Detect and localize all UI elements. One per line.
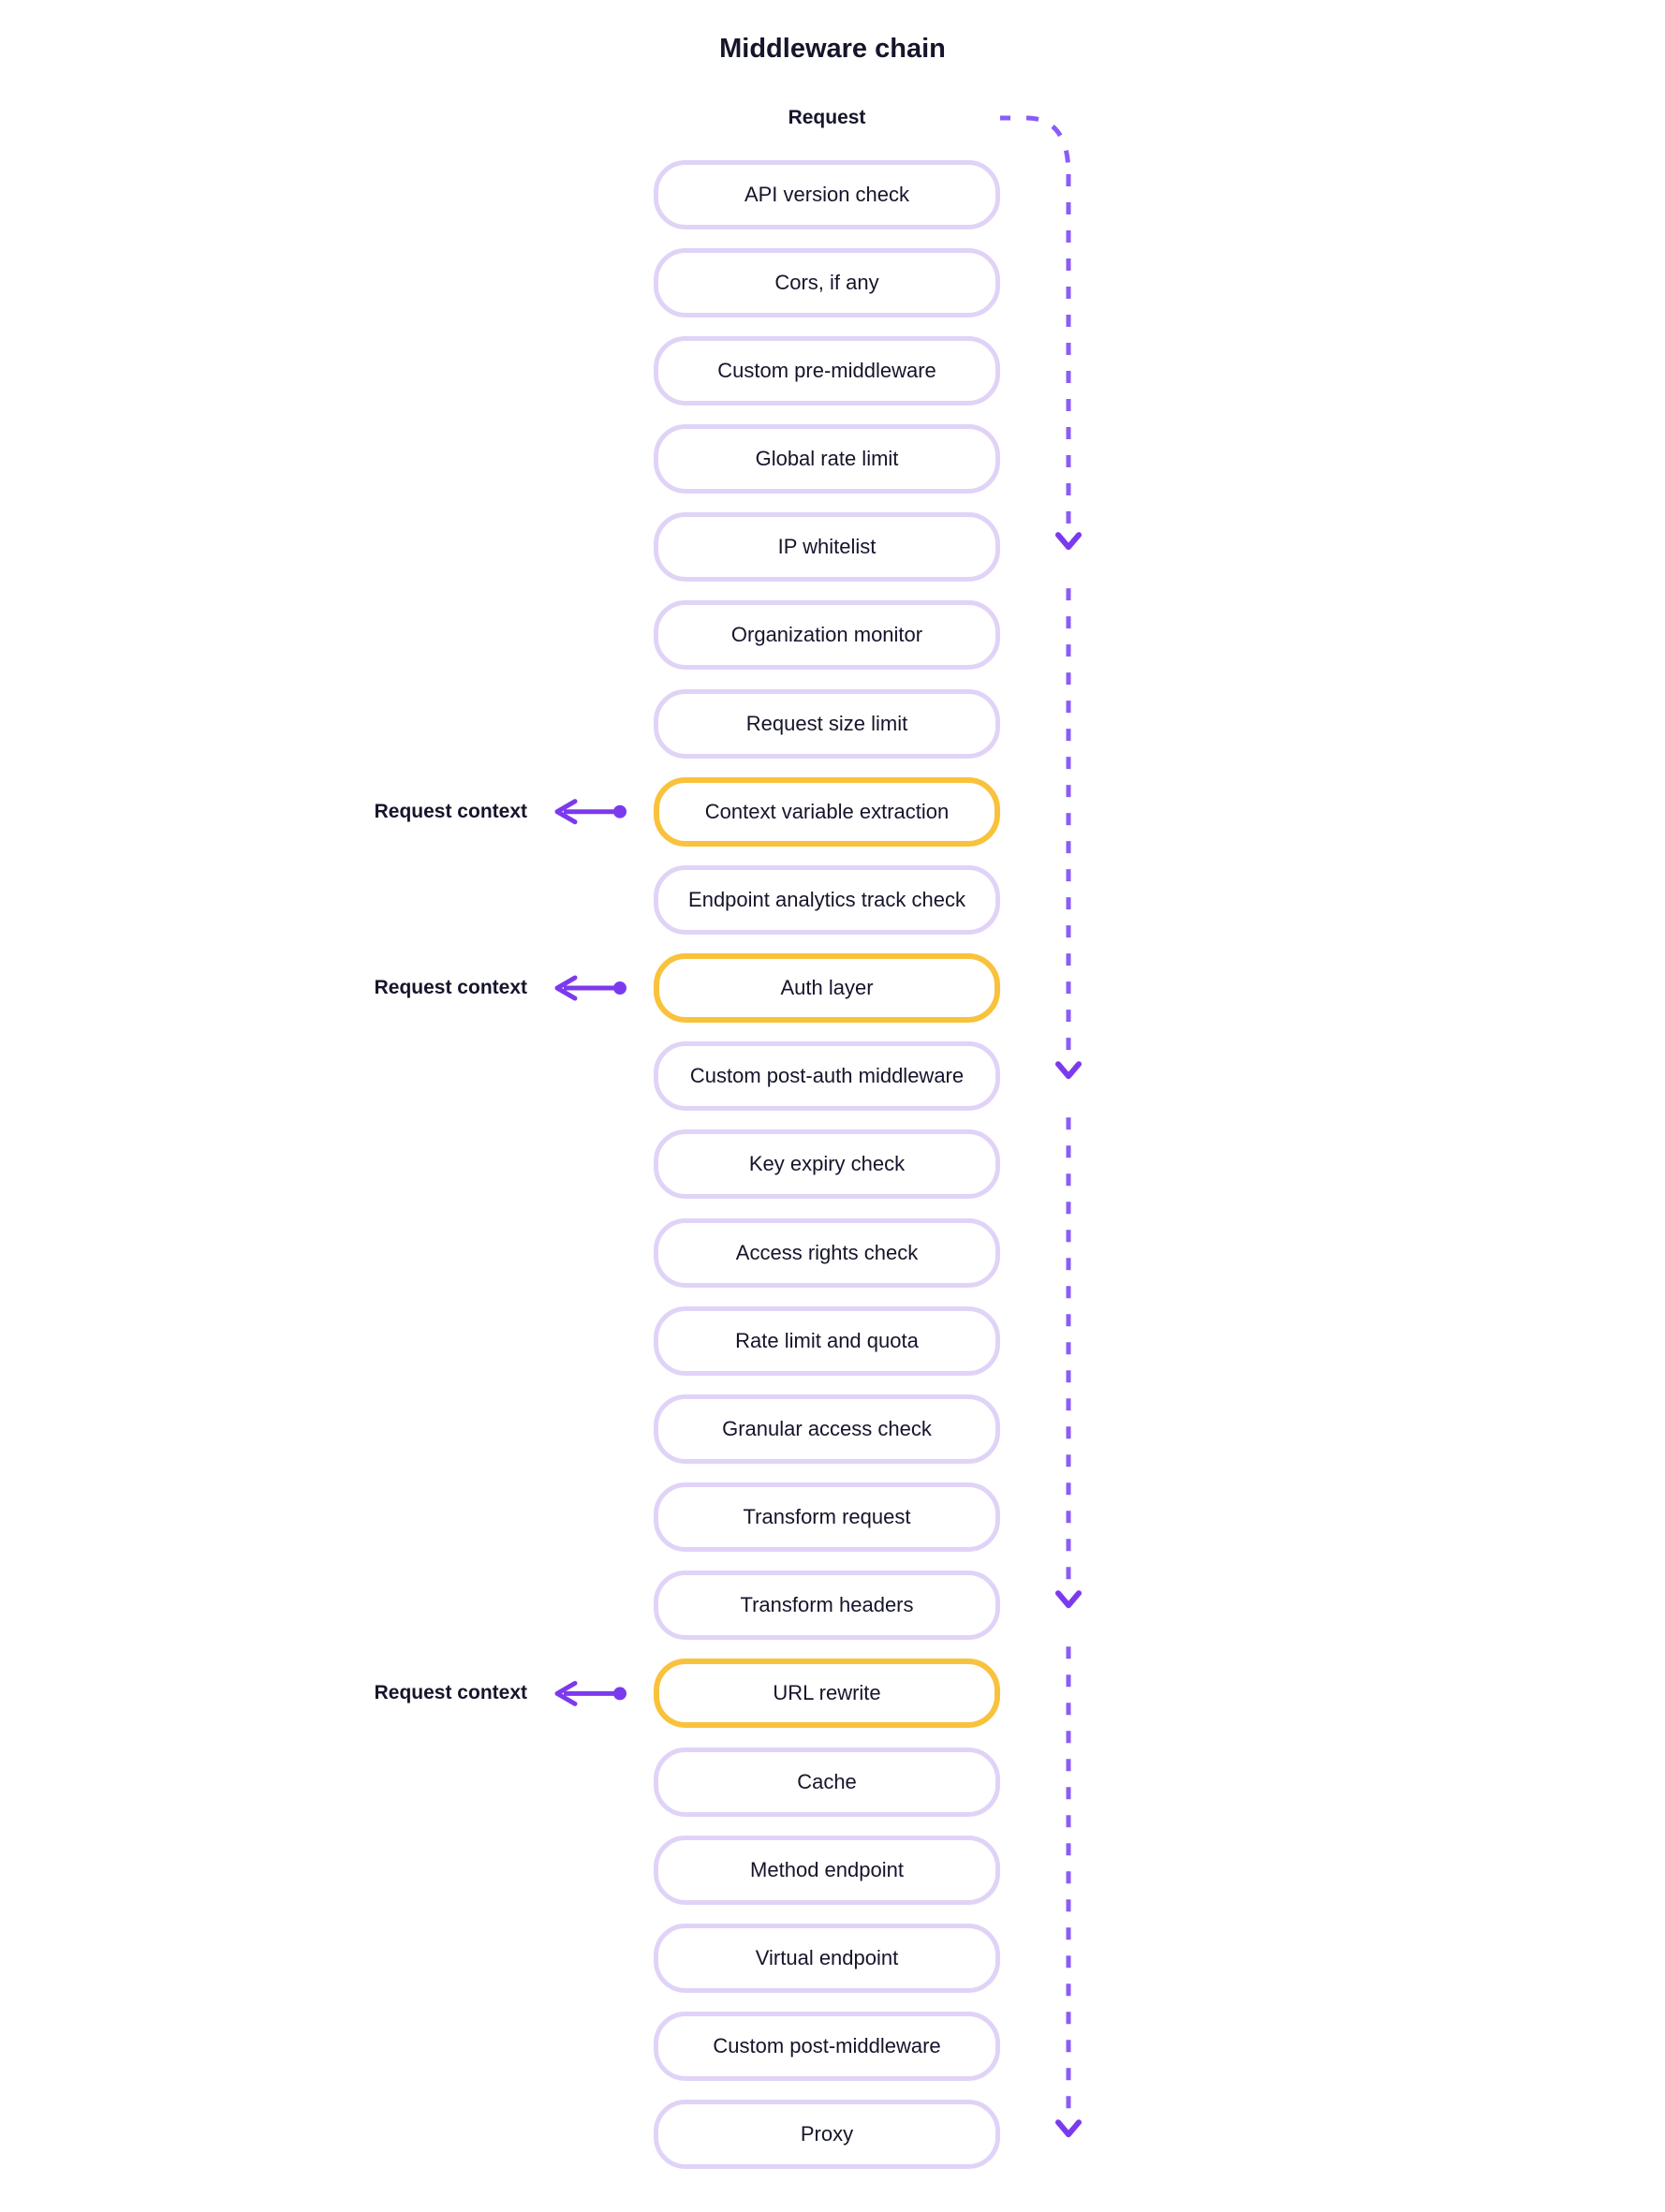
middleware-node-label: Access rights check	[735, 1240, 919, 1264]
middleware-node-label: Global rate limit	[755, 447, 899, 470]
middleware-node-label: Transform headers	[740, 1593, 914, 1617]
middleware-node-label: Key expiry check	[748, 1152, 906, 1176]
middleware-node: Virtual endpoint	[654, 1923, 1000, 1993]
middleware-node: Cors, if any	[654, 247, 1000, 317]
middleware-node: Custom pre-middleware	[654, 335, 1000, 406]
middleware-node-label: Transform request	[743, 1505, 911, 1529]
middleware-node-label: Custom post-middleware	[713, 2034, 941, 2058]
arrow-down-icon	[1055, 2119, 1082, 2138]
middleware-node-label: Request size limit	[745, 711, 908, 735]
middleware-node: Transform request	[654, 1482, 1000, 1553]
arrow-down-icon	[1055, 1590, 1082, 1609]
request-context-label: Request context	[374, 1682, 527, 1704]
middleware-node: IP whitelist	[654, 512, 1000, 582]
middleware-node: Endpoint analytics track check	[654, 864, 1000, 935]
middleware-node-label: Method endpoint	[750, 1857, 904, 1881]
arrow-left-icon	[554, 1680, 578, 1706]
middleware-node: Proxy	[654, 2100, 1000, 2170]
middleware-node-label: Proxy	[800, 2122, 854, 2146]
middleware-node-label: Cache	[797, 1769, 857, 1793]
middleware-node-highlighted: Context variable extraction	[654, 776, 1000, 847]
middleware-node: Custom post-auth middleware	[654, 1041, 1000, 1112]
middleware-node-label: IP whitelist	[777, 535, 877, 559]
arrow-left-icon	[554, 975, 578, 1001]
middleware-node: API version check	[654, 159, 1000, 229]
middleware-node-label: Context variable extraction	[704, 799, 950, 823]
middleware-node-label: Organization monitor	[730, 623, 923, 647]
middleware-node-label: Granular access check	[722, 1416, 932, 1440]
request-context-label: Request context	[374, 977, 527, 999]
middleware-node: Transform headers	[654, 1571, 1000, 1641]
context-arrow-dot	[613, 981, 626, 995]
middleware-node-label: Rate limit and quota	[735, 1328, 919, 1352]
middleware-node-label: URL rewrite	[773, 1681, 881, 1705]
middleware-node: Cache	[654, 1747, 1000, 1817]
middleware-node-highlighted: Auth layer	[654, 953, 1000, 1024]
middleware-node-label: Cors, if any	[774, 270, 879, 294]
middleware-node-label: Endpoint analytics track check	[688, 887, 965, 911]
diagram-title: Middleware chain	[719, 34, 946, 64]
middleware-node: Custom post-middleware	[654, 2012, 1000, 2082]
middleware-node-label: Virtual endpoint	[755, 1945, 899, 1969]
request-dashed-line	[886, 115, 1071, 175]
middleware-node-highlighted: URL rewrite	[654, 1659, 1000, 1729]
middleware-node-label: Auth layer	[780, 976, 874, 1000]
middleware-node: Request size limit	[654, 688, 1000, 759]
arrow-down-icon	[1055, 532, 1082, 551]
arrow-left-icon	[554, 799, 578, 825]
middleware-node: Key expiry check	[654, 1129, 1000, 1200]
middleware-node: Granular access check	[654, 1394, 1000, 1464]
middleware-node: Method endpoint	[654, 1835, 1000, 1905]
context-arrow-dot	[613, 1687, 626, 1701]
middleware-node: Rate limit and quota	[654, 1305, 1000, 1376]
middleware-node: Global rate limit	[654, 424, 1000, 494]
request-context-label: Request context	[374, 800, 527, 822]
middleware-node-label: Custom pre-middleware	[717, 358, 936, 382]
middleware-node-label: Custom post-auth middleware	[689, 1064, 965, 1088]
middleware-node: Access rights check	[654, 1217, 1000, 1288]
middleware-node: Organization monitor	[654, 600, 1000, 671]
middleware-node-label: API version check	[744, 182, 910, 206]
context-arrow-dot	[613, 804, 626, 818]
arrow-down-icon	[1055, 1061, 1082, 1080]
request-flow-label: Request	[654, 104, 1000, 132]
